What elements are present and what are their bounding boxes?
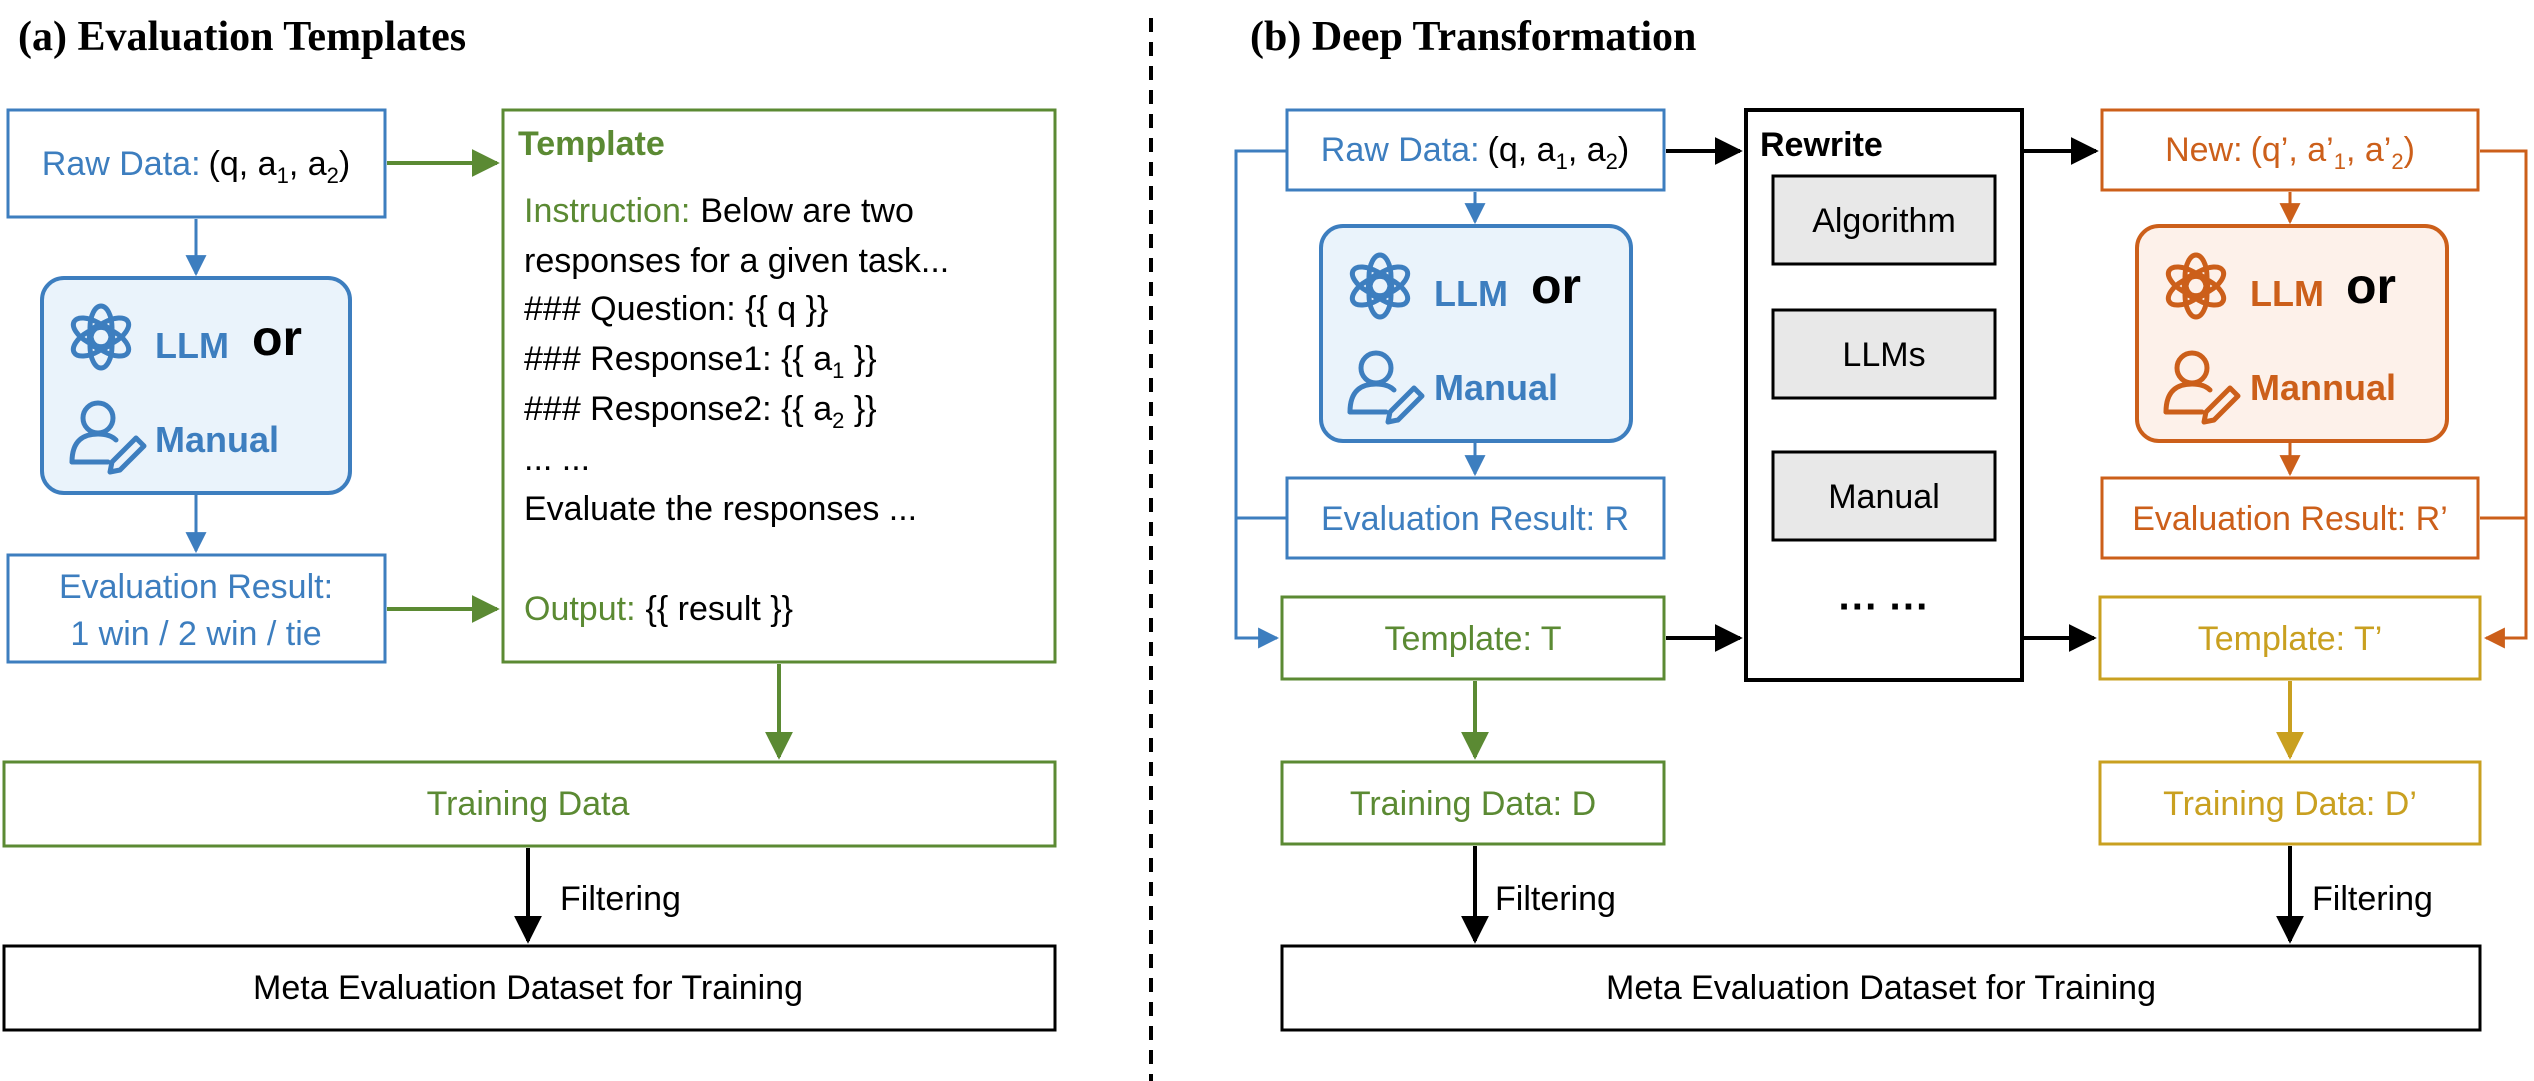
svg-text:Template: T: Template: T bbox=[1384, 620, 1561, 658]
manual-label: Manual bbox=[155, 419, 279, 460]
svg-text:1 win / 2 win / tie: 1 win / 2 win / tie bbox=[70, 615, 321, 653]
svg-text:### Response1: {{ a1 }}: ### Response1: {{ a1 }} bbox=[524, 340, 877, 383]
template-box: Template: T bbox=[1280, 595, 1666, 681]
meta-dataset-box: Meta Evaluation Dataset for Training bbox=[1280, 944, 2482, 1032]
rewrite-box: Rewrite Algorithm LLMs Manual ··· ··· bbox=[1744, 108, 2024, 682]
svg-text:Output:{{ result }}: Output:{{ result }} bbox=[524, 590, 793, 628]
training-data-box: Training Data bbox=[2, 760, 1057, 848]
new-training-data-box: Training Data: D’ bbox=[2098, 760, 2482, 846]
rewrite-item-llms: LLMs bbox=[1771, 308, 1997, 400]
filtering-label: Filtering bbox=[560, 880, 681, 918]
new-data-box: New:(q’, a’1, a’2) bbox=[2100, 108, 2480, 192]
svg-text:or: or bbox=[1531, 258, 1581, 314]
svg-text:Algorithm: Algorithm bbox=[1812, 202, 1956, 240]
svg-text:### Response2: {{ a2 }}: ### Response2: {{ a2 }} bbox=[524, 390, 877, 433]
filtering-label-left: Filtering bbox=[1495, 880, 1616, 918]
evaluation-result-box: Evaluation Result: 1 win / 2 win / tie bbox=[6, 553, 387, 664]
svg-text:Evaluation Result: R: Evaluation Result: R bbox=[1321, 500, 1629, 538]
or-label: or bbox=[252, 310, 302, 366]
template-box: Template Instruction:Below are two respo… bbox=[501, 108, 1057, 664]
annotator-box: LLM or Manual bbox=[1319, 224, 1633, 443]
svg-text:Meta Evaluation Dataset for Tr: Meta Evaluation Dataset for Training bbox=[1606, 969, 2156, 1007]
raw-data-label: Raw Data: bbox=[42, 145, 201, 183]
svg-text:Training Data: Training Data bbox=[427, 785, 630, 823]
svg-text:Mannual: Mannual bbox=[2250, 367, 2396, 408]
svg-text:responses for a given task...: responses for a given task... bbox=[524, 242, 949, 280]
svg-text:Meta Evaluation Dataset for Tr: Meta Evaluation Dataset for Training bbox=[253, 969, 803, 1007]
svg-text:Manual: Manual bbox=[1434, 367, 1558, 408]
training-data-box: Training Data: D bbox=[1280, 760, 1666, 846]
annotator-box: LLM or Manual bbox=[40, 276, 352, 495]
template-title: Template bbox=[518, 125, 665, 163]
svg-text:LLMs: LLMs bbox=[1842, 336, 1925, 374]
svg-text:New:(q’, a’1, a’2): New:(q’, a’1, a’2) bbox=[2165, 131, 2415, 174]
raw-data-box: Raw Data:(q, a1, a2) bbox=[6, 108, 387, 219]
svg-text:Manual: Manual bbox=[1828, 478, 1940, 516]
rewrite-item-algorithm: Algorithm bbox=[1771, 174, 1997, 266]
svg-text:Training Data: D: Training Data: D bbox=[1350, 785, 1596, 823]
new-evaluation-result-box: Evaluation Result: R’ bbox=[2100, 476, 2480, 560]
rewrite-item-manual: Manual bbox=[1771, 450, 1997, 542]
svg-text:### Question: {{ q }}: ### Question: {{ q }} bbox=[524, 290, 828, 328]
svg-text:Evaluation Result: R’: Evaluation Result: R’ bbox=[2132, 500, 2448, 538]
new-template-box: Template: T’ bbox=[2098, 595, 2482, 681]
svg-text:Evaluate the responses ...: Evaluate the responses ... bbox=[524, 490, 917, 528]
panel-b-title: (b) Deep Transformation bbox=[1250, 14, 1696, 60]
rewrite-more: ··· ··· bbox=[1838, 585, 1929, 629]
llm-label: LLM bbox=[155, 325, 229, 366]
meta-dataset-box: Meta Evaluation Dataset for Training bbox=[2, 944, 1057, 1032]
rewrite-title: Rewrite bbox=[1760, 126, 1883, 164]
svg-text:Evaluation Result:: Evaluation Result: bbox=[59, 568, 333, 606]
svg-text:... ...: ... ... bbox=[524, 440, 590, 478]
svg-text:LLM: LLM bbox=[1434, 273, 1508, 314]
new-annotator-box: LLM or Mannual bbox=[2135, 224, 2449, 443]
svg-text:LLM: LLM bbox=[2250, 273, 2324, 314]
svg-text:Instruction:Below are two: Instruction:Below are two bbox=[524, 192, 914, 230]
evaluation-result-box: Evaluation Result: R bbox=[1285, 476, 1666, 560]
arrows-panel-a bbox=[185, 149, 793, 944]
svg-text:Template: T’: Template: T’ bbox=[2198, 620, 2383, 658]
panel-a-title: (a) Evaluation Templates bbox=[18, 14, 466, 60]
svg-text:Training Data: D’: Training Data: D’ bbox=[2163, 785, 2417, 823]
svg-text:or: or bbox=[2346, 258, 2396, 314]
filtering-label-right: Filtering bbox=[2312, 880, 2433, 918]
arrows-panel-b bbox=[1234, 137, 2528, 944]
svg-text:Raw Data:(q, a1, a2): Raw Data:(q, a1, a2) bbox=[42, 145, 350, 188]
raw-data-box: Raw Data:(q, a1, a2) bbox=[1285, 108, 1666, 192]
svg-text:Raw Data:(q, a1, a2): Raw Data:(q, a1, a2) bbox=[1321, 131, 1629, 174]
